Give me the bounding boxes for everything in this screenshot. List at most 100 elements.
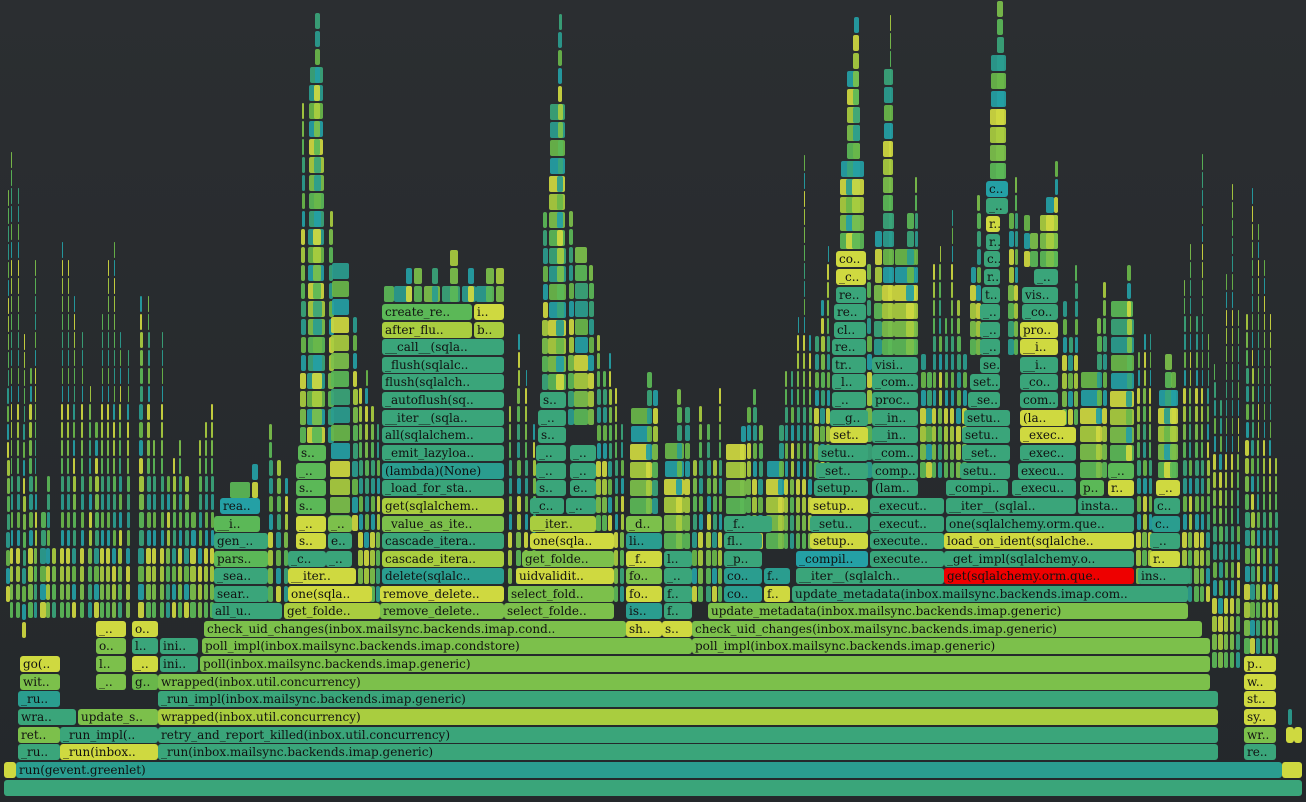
stack-frame[interactable] — [784, 425, 788, 441]
stack-frame[interactable] — [204, 548, 208, 564]
stack-frame[interactable] — [314, 49, 320, 65]
stack-frame[interactable] — [803, 209, 805, 225]
stack-frame[interactable] — [101, 458, 103, 474]
stack-frame[interactable] — [652, 498, 658, 514]
stack-frame[interactable]: __iter.. — [288, 568, 356, 584]
stack-frame[interactable] — [160, 548, 164, 564]
stack-frame[interactable] — [1218, 652, 1223, 668]
stack-frame[interactable]: sear.. — [214, 586, 268, 602]
stack-frame[interactable] — [1274, 638, 1278, 654]
stack-frame[interactable] — [1213, 382, 1216, 398]
stack-frame[interactable] — [882, 267, 894, 283]
stack-frame[interactable] — [1231, 256, 1233, 272]
stack-frame[interactable] — [597, 335, 600, 351]
stack-frame[interactable] — [1142, 460, 1147, 476]
stack-frame[interactable] — [370, 460, 375, 476]
stack-frame[interactable] — [61, 296, 63, 312]
stack-frame[interactable] — [148, 296, 149, 312]
stack-frame[interactable] — [719, 442, 721, 458]
stack-frame[interactable] — [569, 229, 573, 245]
stack-frame[interactable] — [113, 260, 115, 276]
stack-frame[interactable] — [7, 226, 9, 242]
stack-frame[interactable] — [1268, 620, 1272, 636]
stack-frame[interactable] — [740, 444, 746, 460]
stack-frame[interactable] — [630, 426, 650, 442]
stack-frame[interactable] — [698, 514, 703, 530]
stack-frame[interactable] — [939, 300, 941, 316]
stack-frame[interactable] — [1257, 422, 1259, 438]
stack-frame[interactable] — [1148, 496, 1152, 512]
stack-frame[interactable] — [956, 426, 961, 442]
stack-frame[interactable]: update_s.. — [78, 709, 158, 725]
stack-frame[interactable] — [46, 584, 50, 600]
stack-frame[interactable] — [596, 479, 601, 495]
stack-frame[interactable] — [1200, 478, 1204, 494]
stack-frame[interactable] — [312, 319, 322, 335]
stack-frame[interactable] — [784, 515, 788, 531]
stack-frame[interactable] — [808, 479, 812, 495]
stack-frame[interactable] — [956, 444, 961, 460]
stack-frame[interactable] — [11, 242, 12, 258]
stack-frame[interactable] — [1149, 424, 1151, 440]
stack-frame[interactable] — [359, 406, 362, 422]
stack-frame[interactable] — [1201, 244, 1203, 260]
stack-frame[interactable] — [1252, 296, 1253, 312]
stack-frame[interactable] — [331, 335, 349, 351]
stack-frame[interactable] — [814, 426, 819, 442]
stack-frame[interactable] — [1183, 388, 1186, 404]
stack-frame[interactable] — [1231, 184, 1233, 200]
stack-frame[interactable] — [867, 264, 871, 280]
stack-frame[interactable] — [284, 568, 288, 584]
stack-frame[interactable] — [1024, 233, 1030, 249]
stack-frame[interactable] — [1200, 550, 1204, 566]
stack-frame[interactable] — [80, 584, 84, 600]
stack-frame[interactable] — [81, 368, 83, 384]
stack-frame[interactable] — [1213, 490, 1216, 506]
stack-frame[interactable] — [726, 498, 744, 514]
stack-frame[interactable] — [1194, 550, 1199, 566]
selected-stack-frame[interactable]: get(sqlalchemy.orm.que.. — [944, 568, 1134, 584]
stack-frame[interactable] — [997, 19, 1003, 35]
stack-frame[interactable] — [1149, 352, 1151, 368]
stack-frame[interactable] — [620, 586, 624, 602]
stack-frame[interactable] — [1268, 638, 1272, 654]
stack-frame[interactable] — [1231, 202, 1233, 218]
stack-frame[interactable]: check_uid_changes(inbox.mailsync.backend… — [692, 621, 1202, 637]
stack-frame[interactable] — [364, 568, 369, 584]
stack-frame[interactable] — [1201, 388, 1203, 404]
stack-frame[interactable] — [707, 424, 710, 440]
stack-frame[interactable] — [556, 284, 564, 300]
stack-frame[interactable]: tr.. — [832, 357, 866, 373]
stack-frame[interactable] — [127, 386, 129, 402]
stack-frame[interactable] — [853, 89, 859, 105]
stack-frame[interactable] — [1046, 215, 1054, 231]
stack-frame[interactable] — [1256, 512, 1260, 528]
stack-frame[interactable] — [1054, 197, 1058, 213]
stack-frame[interactable] — [35, 314, 36, 330]
stack-frame[interactable] — [1294, 727, 1302, 743]
stack-frame[interactable] — [1269, 404, 1271, 420]
stack-frame[interactable] — [172, 476, 176, 492]
stack-frame[interactable] — [874, 267, 882, 283]
stack-frame[interactable] — [752, 497, 757, 513]
stack-frame[interactable] — [73, 440, 75, 456]
stack-frame[interactable] — [1008, 321, 1014, 337]
stack-frame[interactable] — [1236, 562, 1240, 578]
stack-frame[interactable] — [160, 494, 164, 510]
stack-frame[interactable] — [127, 404, 129, 420]
stack-frame[interactable] — [997, 1, 1003, 17]
stack-frame[interactable] — [888, 231, 892, 247]
stack-frame[interactable] — [1219, 418, 1222, 434]
stack-frame[interactable] — [1149, 388, 1151, 404]
stack-frame[interactable] — [1164, 372, 1172, 388]
stack-frame[interactable] — [718, 478, 722, 494]
stack-frame[interactable] — [1263, 386, 1265, 402]
stack-frame[interactable] — [957, 318, 960, 334]
stack-frame[interactable] — [889, 159, 891, 175]
stack-frame[interactable] — [1136, 460, 1141, 476]
stack-frame[interactable] — [314, 67, 320, 83]
stack-frame[interactable] — [468, 286, 474, 302]
stack-frame[interactable] — [758, 479, 763, 495]
stack-frame[interactable] — [1189, 298, 1191, 314]
stack-frame[interactable]: poll_impl(inbox.mailsync.backends.imap.g… — [692, 638, 1210, 654]
